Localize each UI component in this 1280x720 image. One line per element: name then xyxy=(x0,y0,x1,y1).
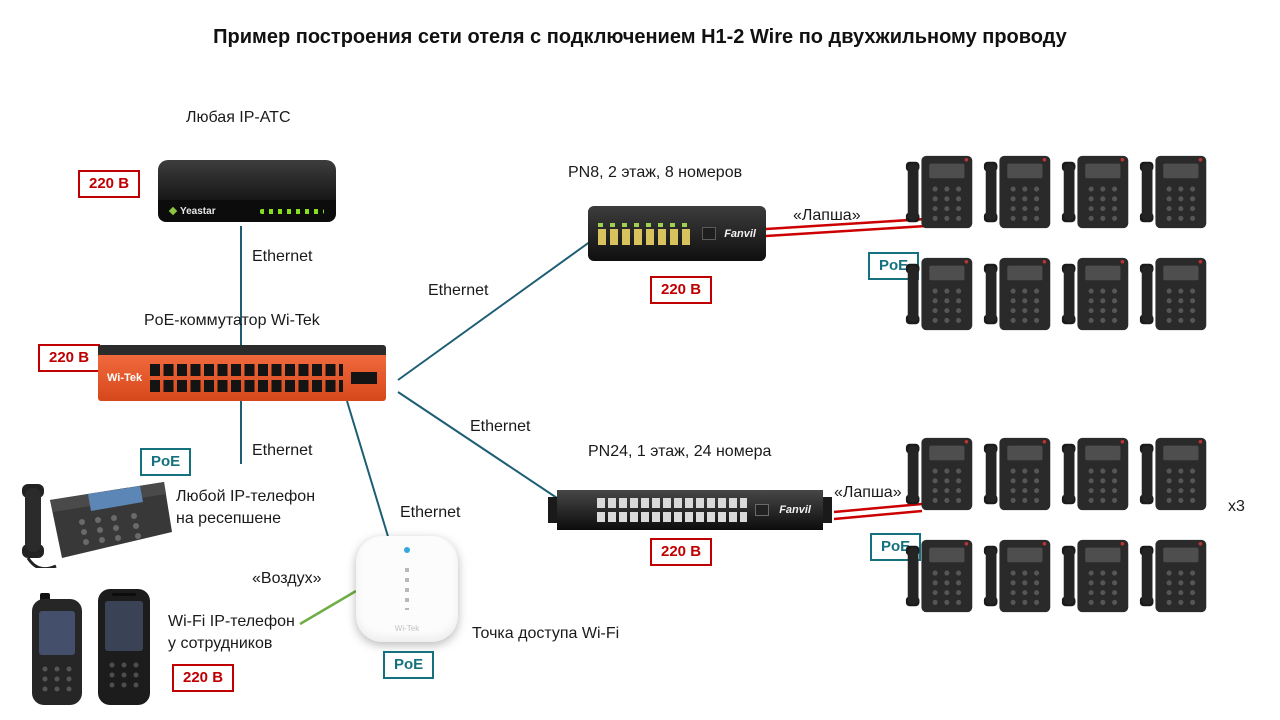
diagram-title: Пример построения сети отеля с подключен… xyxy=(213,26,1067,48)
switch-ethernet-ports xyxy=(150,364,343,392)
two-wire-line-pn8-a xyxy=(765,217,927,231)
pn8-power-badge: 220 В xyxy=(650,276,713,304)
ip-phone-icon xyxy=(905,250,975,338)
pn8-uplink-port xyxy=(702,227,716,240)
ip-phone-icon xyxy=(905,532,975,620)
wifi-access-point-device: Wi-Tek xyxy=(356,536,458,642)
reception-poe-badge: PoE xyxy=(140,448,192,476)
ethernet-label-switch-reception: Ethernet xyxy=(252,442,313,459)
pbx-brand-logo: Yeastar xyxy=(170,206,216,217)
pn8-label: PN8, 2 этаж, 8 номеров xyxy=(568,164,743,181)
ethernet-line-switch-ap xyxy=(346,400,394,554)
ap-brand-logo: Wi-Tek xyxy=(394,624,420,633)
air-link-label: «Воздух» xyxy=(252,570,322,587)
two-wire-line-pn24-b xyxy=(833,509,923,521)
pbx-device-front: Yeastar xyxy=(158,200,336,222)
ap-status-led xyxy=(404,547,410,553)
pn24-ethernet-ports xyxy=(597,498,747,522)
wifi-phone-power-badge: 220 В xyxy=(172,664,235,692)
two-wire-line-pn24-a xyxy=(833,502,923,514)
air-line-ap-wifi-phones xyxy=(299,589,357,626)
switch-device-face: Wi-Tek xyxy=(98,355,386,401)
ip-phone-icon xyxy=(1061,148,1131,236)
ethernet-line-switch-pn24 xyxy=(397,391,561,501)
switch-device-top xyxy=(98,345,386,355)
ip-phone-icon xyxy=(1139,532,1209,620)
pn24-label: PN24, 1 этаж, 24 номера xyxy=(588,443,772,460)
ip-phone-icon xyxy=(983,250,1053,338)
ip-phone-icon xyxy=(905,148,975,236)
pbx-status-leds xyxy=(260,208,324,214)
pbx-label: Любая IP-АТС xyxy=(186,109,291,126)
two-wire-line-pn8-b xyxy=(765,224,927,238)
phone-group-floor2 xyxy=(905,148,1211,338)
pn8-switch-device: Fanvil xyxy=(588,206,766,261)
switch-power-badge: 220 В xyxy=(38,344,101,372)
ip-phone-icon xyxy=(1061,430,1131,518)
phone-group-floor1 xyxy=(905,430,1211,620)
ip-phone-icon xyxy=(1139,148,1209,236)
reception-phone-label: Любой IP-телефон на ресепшене xyxy=(176,488,316,527)
wifi-handset-phones xyxy=(32,589,150,705)
pn8-brand-logo: Fanvil xyxy=(724,227,756,240)
ethernet-label-switch-pn24: Ethernet xyxy=(470,418,531,435)
ap-label: Точка доступа Wi-Fi xyxy=(472,625,620,642)
ip-phone-icon xyxy=(983,430,1053,518)
ip-phone-icon xyxy=(1139,250,1209,338)
two-wire-label-pn8: «Лапша» xyxy=(793,207,861,224)
poe-switch-device: Wi-Tek xyxy=(98,345,386,401)
ethernet-label-pbx-switch: Ethernet xyxy=(252,248,313,265)
switch-label: PoE-коммутатор Wi-Tek xyxy=(144,312,320,329)
ethernet-label-switch-pn8: Ethernet xyxy=(428,282,489,299)
ethernet-line-switch-pn8 xyxy=(397,235,599,381)
ip-phone-icon xyxy=(983,148,1053,236)
pn24-brand-logo: Fanvil xyxy=(779,504,811,516)
ip-pbx-device: Yeastar xyxy=(158,160,336,222)
pbx-power-badge: 220 В xyxy=(78,170,141,198)
multiplier-note: x3 xyxy=(1228,498,1245,515)
ip-phone-icon xyxy=(905,430,975,518)
ip-phone-icon xyxy=(1061,250,1131,338)
ip-phone-icon xyxy=(1061,532,1131,620)
ip-phone-icon xyxy=(1139,430,1209,518)
pbx-device-top xyxy=(158,160,336,200)
switch-sfp-ports xyxy=(351,372,377,384)
pn8-ethernet-ports xyxy=(598,222,694,245)
ethernet-label-switch-ap: Ethernet xyxy=(400,504,461,521)
pn24-power-badge: 220 В xyxy=(650,538,713,566)
ap-vent-slots xyxy=(405,568,409,610)
switch-brand-logo: Wi-Tek xyxy=(107,372,143,384)
ap-poe-badge: PoE xyxy=(383,651,435,679)
ip-phone-icon xyxy=(983,532,1053,620)
pn24-switch-device: Fanvil xyxy=(548,490,832,530)
pn24-uplink-port xyxy=(755,504,769,516)
wifi-phone-label: Wi-Fi IP-телефон у сотрудников xyxy=(168,613,295,652)
two-wire-label-pn24: «Лапша» xyxy=(834,484,902,501)
reception-desk-phone xyxy=(22,482,172,568)
